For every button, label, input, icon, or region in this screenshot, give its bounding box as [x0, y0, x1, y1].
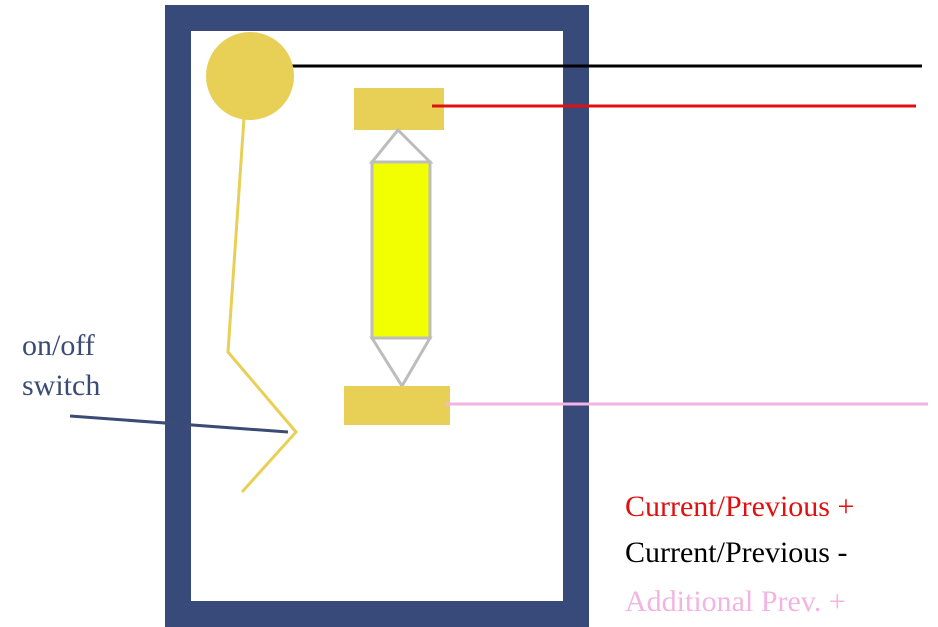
switch-label: on/off switch [22, 326, 100, 406]
bottom-terminal [344, 386, 450, 425]
festoon-bulb-icon [368, 127, 434, 389]
legend-additional-plus: Additional Prev. + [625, 585, 846, 618]
legend-current-minus: Current/Previous - [625, 536, 848, 569]
round-contact-icon [206, 32, 294, 120]
switch-label-line2: switch [22, 369, 101, 402]
switch-label-line1: on/off [22, 329, 95, 362]
switch-pointer-line [69, 414, 289, 434]
top-terminal [354, 88, 444, 130]
legend-current-plus: Current/Previous + [625, 490, 855, 523]
toggle-switch-icon [226, 117, 298, 494]
